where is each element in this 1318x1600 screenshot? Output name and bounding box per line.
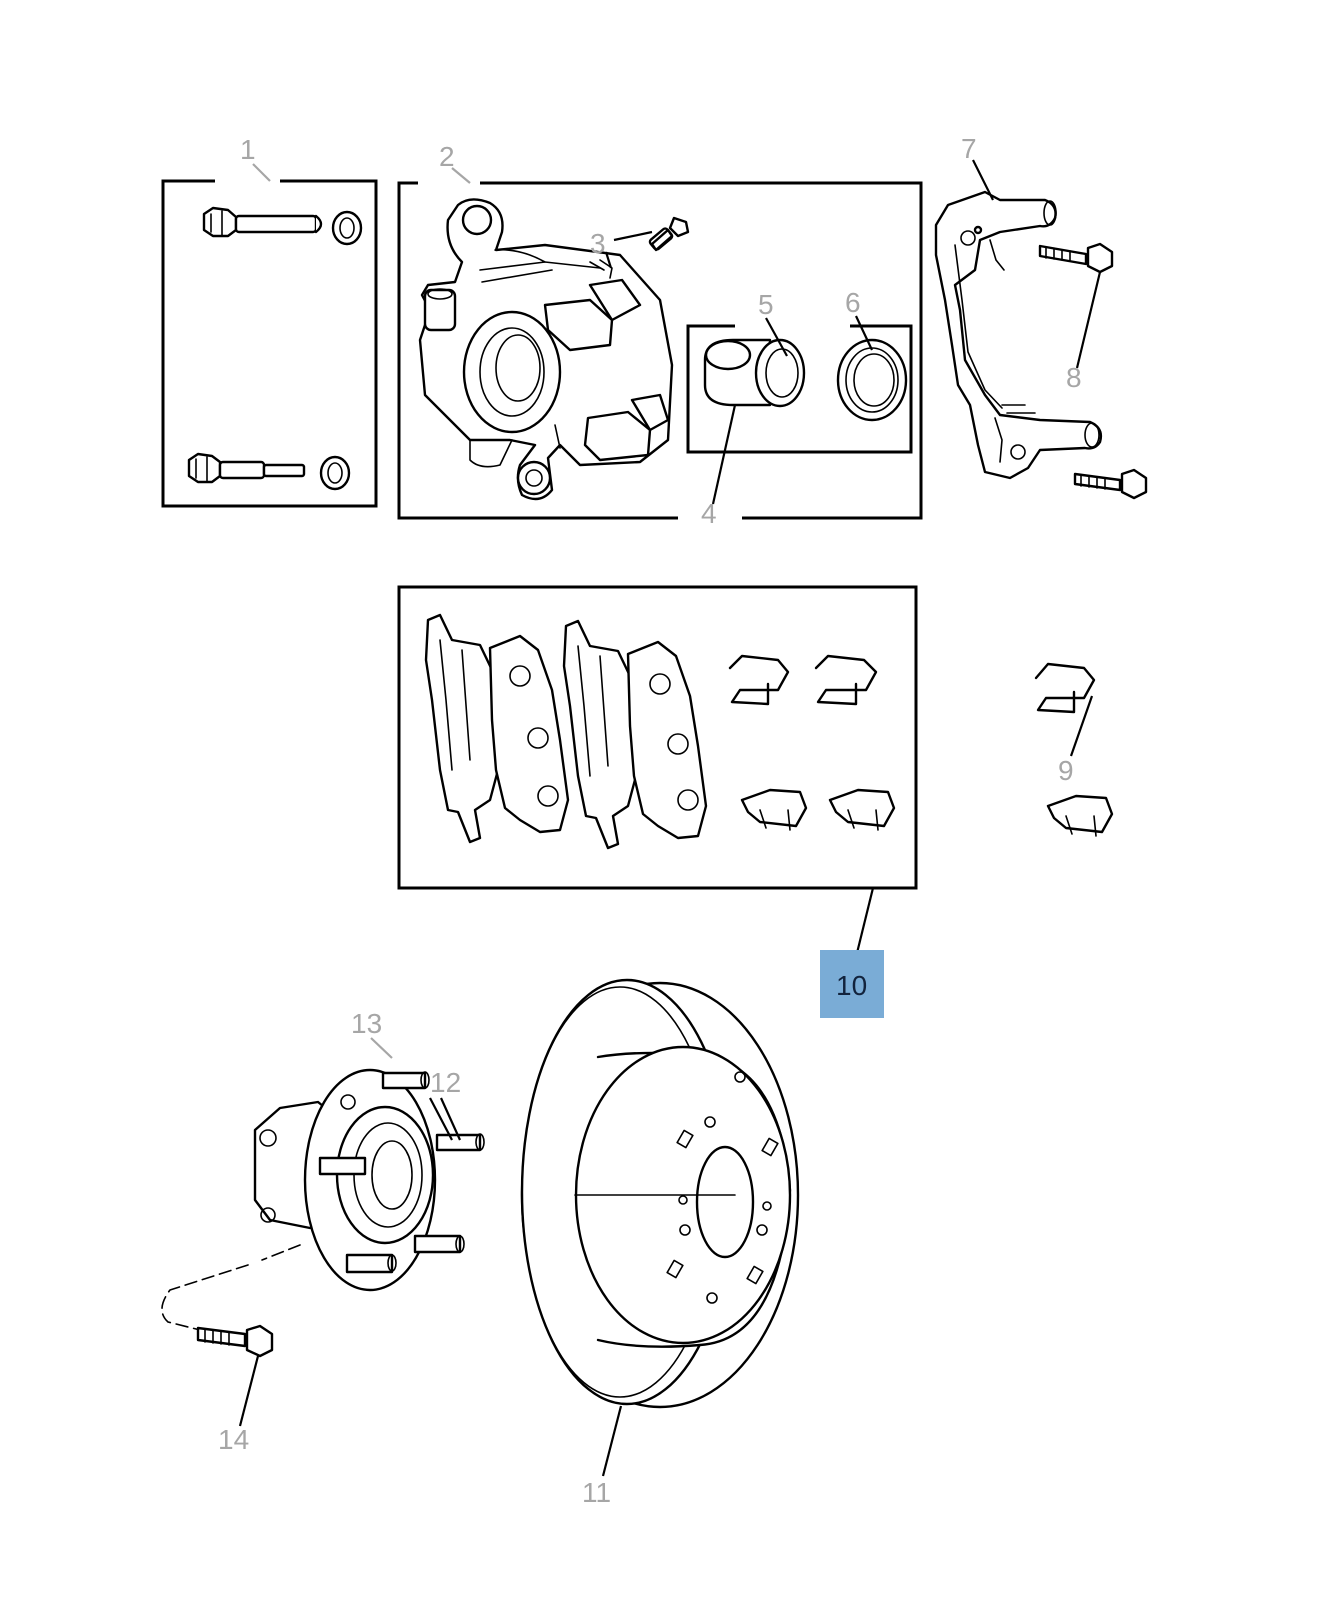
- wheel-studs: [318, 1071, 485, 1274]
- callout-6: 6: [845, 287, 861, 318]
- abutment-clips: [728, 654, 896, 831]
- caliper-box: [397, 181, 923, 520]
- piston-seal: [836, 338, 908, 422]
- caliper-assembly[interactable]: [397, 181, 923, 520]
- callout-12: 12: [430, 1067, 461, 1098]
- callout-10-highlight: [820, 950, 884, 1018]
- guide-pin-lower: [187, 452, 351, 491]
- guide-pin-upper: [202, 206, 363, 246]
- pad-clips-loose: [1034, 662, 1114, 837]
- caliper-bracket[interactable]: [934, 190, 1103, 480]
- bracket-bolt-upper: [1038, 242, 1114, 274]
- callout-11: 11: [582, 1477, 611, 1508]
- callout-7: 7: [961, 133, 977, 164]
- callout-2: 2: [439, 141, 455, 172]
- brake-rotor[interactable]: [520, 978, 800, 1409]
- brake-pad-kit[interactable]: [397, 585, 918, 890]
- callout-5: 5: [758, 289, 774, 320]
- brake-pad-pair-left: [424, 613, 570, 844]
- callout-1: 1: [240, 134, 256, 165]
- piston: [703, 338, 806, 408]
- callout-10: 10: [836, 970, 867, 1001]
- bleeder-screw: [648, 216, 690, 252]
- callout-13: 13: [351, 1008, 382, 1039]
- hub-bearing[interactable]: [161, 1068, 485, 1331]
- leader-lines: [238, 159, 1102, 1477]
- guide-pin-kit[interactable]: [161, 179, 378, 508]
- hub-bolt: [196, 1324, 274, 1358]
- callout-4: 4: [701, 498, 717, 529]
- brake-pad-kit-box: [397, 585, 918, 890]
- callout-14: 14: [218, 1424, 249, 1455]
- piston-seal-kit: [686, 324, 913, 454]
- callout-8: 8: [1066, 362, 1082, 393]
- bracket-bolt-lower: [1073, 468, 1148, 500]
- brake-pad-pair-right: [562, 619, 708, 850]
- callouts: 1 2 3 4 5 6 7 8 9 10 11 12 13 14: [218, 133, 1082, 1508]
- caliper-body: [418, 198, 674, 501]
- callout-9: 9: [1058, 755, 1074, 786]
- callout-3: 3: [590, 228, 606, 259]
